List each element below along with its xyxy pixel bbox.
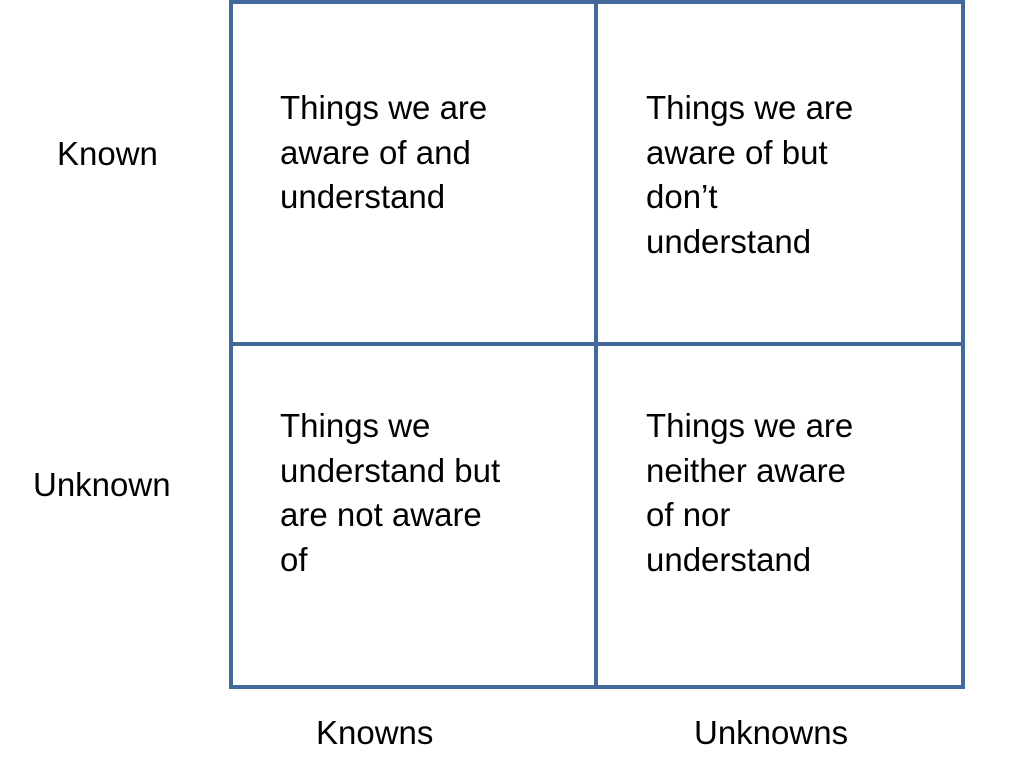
cell-text-line: are not aware <box>280 496 482 533</box>
cell-unknown-knowns: Things we understand but are not aware o… <box>280 404 542 582</box>
grid-divider-horizontal <box>229 342 965 346</box>
column-label-unknowns: Unknowns <box>694 714 849 751</box>
row-label-unknown: Unknown <box>33 466 171 503</box>
cell-text-line: of nor <box>646 496 731 533</box>
cell-text-line: Things we <box>280 407 431 444</box>
cell-text-line: neither aware <box>646 451 846 489</box>
cell-text-line: understand <box>646 540 812 578</box>
cell-text-line: aware of and <box>280 133 471 171</box>
column-label-knowns: Knowns <box>316 714 434 751</box>
cell-text-line: don’t <box>646 178 718 215</box>
cell-text-line: of <box>280 540 308 578</box>
cell-text-line: Things we are <box>646 89 854 126</box>
cell-text-line: Things we are <box>646 407 854 444</box>
cell-text-line: aware of but <box>646 133 828 171</box>
cell-text-line: understand but <box>280 451 501 489</box>
row-label-known: Known <box>57 135 158 172</box>
cell-unknown-unknowns: Things we are neither aware of nor under… <box>646 404 916 582</box>
cell-text-line: understand <box>646 222 812 260</box>
quadrant-grid <box>229 0 965 689</box>
cell-known-knowns: Things we are aware of and understand <box>280 86 550 220</box>
cell-text-line: Things we are <box>280 89 488 126</box>
cell-text-line: understand <box>280 178 446 215</box>
cell-known-unknowns: Things we are aware of but don’t underst… <box>646 86 916 264</box>
